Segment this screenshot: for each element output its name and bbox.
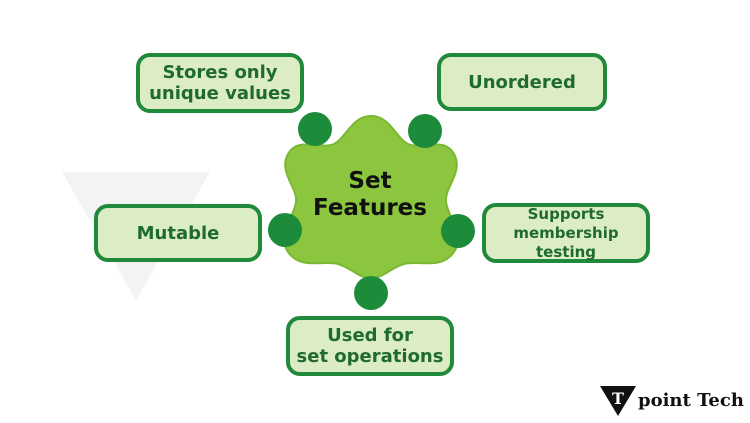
connector-dot-membership xyxy=(441,214,475,248)
logo-triangle-icon: T xyxy=(600,386,636,416)
connector-dot-unordered xyxy=(408,114,442,148)
feature-box-unique-values: Stores only unique values xyxy=(136,53,304,113)
connector-dot-mutable xyxy=(268,213,302,247)
connector-dot-unique xyxy=(298,112,332,146)
feature-box-membership-testing: Supports membership testing xyxy=(482,203,650,263)
feature-box-set-operations: Used for set operations xyxy=(286,316,454,376)
feature-box-mutable: Mutable xyxy=(94,204,262,262)
feature-box-unordered: Unordered xyxy=(437,53,607,111)
brand-logo: T point Tech xyxy=(600,384,744,416)
center-label: Set Features xyxy=(313,168,427,221)
connector-dot-setops xyxy=(354,276,388,310)
logo-letter: T xyxy=(612,389,624,408)
logo-text: point Tech xyxy=(638,389,744,411)
